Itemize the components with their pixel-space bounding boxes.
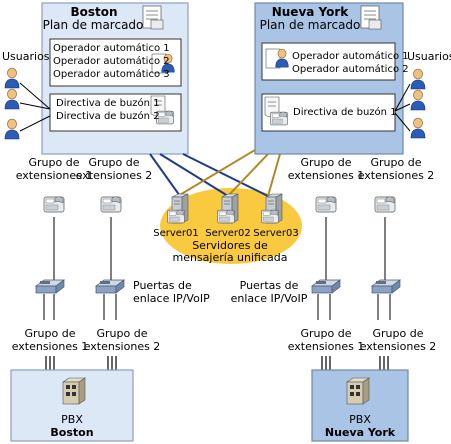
newyork-users (394, 68, 426, 139)
newyork-auto-attendant-2: Operador automático 2 (292, 64, 409, 75)
dial-plan-icon (360, 5, 382, 30)
boston-mailbox-policy-2: Directiva de buzón 2 (56, 111, 160, 122)
newyork-gateways-label-line1: Puertas de (239, 279, 299, 292)
boston-bottom-hunt-group-2-line1: Grupo de (96, 327, 148, 340)
pbx-icon (62, 377, 86, 405)
boston-auto-attendant-3: Operador automático 3 (53, 69, 170, 80)
newyork-hunt-group-1-line1: Grupo de (300, 156, 352, 169)
server-group-label-line1: Servidores de (192, 239, 268, 252)
server-group-label-line2: mensajería unificada (172, 251, 288, 264)
boston-users-label: Usuarios (2, 50, 50, 63)
boston-users (4, 67, 51, 140)
boston-pbx-label: PBX (61, 413, 83, 426)
boston-dial-plan-label: Plan de marcado (42, 18, 144, 32)
phone-icon (100, 196, 122, 213)
boston-auto-attendant-2: Operador automático 2 (53, 56, 170, 67)
boston-bottom-hunt-group-1-line2: extensiones 1 (11, 340, 89, 353)
boston-mailbox-policy-1: Directiva de buzón 1 (56, 98, 160, 109)
boston-pbx-site: Boston (50, 426, 94, 439)
auto-attendant-icon (151, 53, 175, 74)
boston-site-name: Boston (70, 5, 118, 19)
boston-bottom-hunt-group-1-line1: Grupo de (24, 327, 76, 340)
server-01-label: Server01 (153, 228, 199, 239)
newyork-users-label: Usuarios (407, 50, 451, 63)
gateway-icon (311, 279, 341, 294)
phone-icon (374, 196, 396, 213)
gateway-icon (371, 279, 401, 294)
boston-trunks (43, 217, 117, 372)
server-02-label: Server02 (205, 228, 251, 239)
server-03-label: Server03 (253, 228, 299, 239)
newyork-auto-attendant-1: Operador automático 1 (292, 51, 409, 62)
newyork-bottom-hunt-group-1-line2: extensiones 1 (287, 340, 365, 353)
boston-auto-attendant-1: Operador automático 1 (53, 43, 170, 54)
newyork-pbx-label: PBX (349, 413, 371, 426)
gateway-icon (35, 279, 65, 294)
boston-hunt-group-2-line2: extensiones 2 (75, 169, 153, 182)
newyork-bottom-hunt-group-2-line2: extensiones 2 (359, 340, 437, 353)
boston-bottom-hunt-group-2-line2: extensiones 2 (83, 340, 161, 353)
boston-hunt-group-2-line1: Grupo de (88, 156, 140, 169)
newyork-dial-plan-label: Plan de marcado (259, 18, 361, 32)
newyork-site-name: Nueva York (271, 5, 349, 19)
newyork-hunt-group-2-line2: extensiones 2 (357, 169, 435, 182)
boston-gateways-label-line2: enlace IP/VoIP (133, 292, 210, 305)
newyork-gateways-label-line2: enlace IP/VoIP (230, 292, 308, 305)
mailbox-policy-icon (150, 95, 174, 125)
pbx-icon (346, 377, 370, 405)
newyork-bottom-hunt-group-2-line1: Grupo de (372, 327, 424, 340)
boston-hunt-group-1-line2: extensiones 1 (15, 169, 93, 182)
newyork-hunt-group-2-line1: Grupo de (370, 156, 422, 169)
newyork-mailbox-policy-1: Directiva de buzón 1 (293, 107, 397, 118)
newyork-hunt-group-1-line2: extensiones 1 (287, 169, 365, 182)
newyork-pbx-site: Nueva York (324, 426, 396, 439)
server-links (149, 149, 281, 197)
dial-plan-icon (142, 5, 164, 30)
gateway-icon (95, 279, 125, 294)
boston-hunt-group-1-line1: Grupo de (28, 156, 80, 169)
newyork-bottom-hunt-group-1-line1: Grupo de (300, 327, 352, 340)
newyork-pbx-box (311, 369, 409, 442)
phone-icon (315, 196, 337, 213)
mailbox-policy-icon (264, 96, 288, 126)
phone-icon (43, 196, 65, 213)
auto-attendant-icon (265, 48, 289, 69)
newyork-trunks (317, 217, 391, 372)
boston-gateways-label-line1: Puertas de (133, 279, 192, 292)
